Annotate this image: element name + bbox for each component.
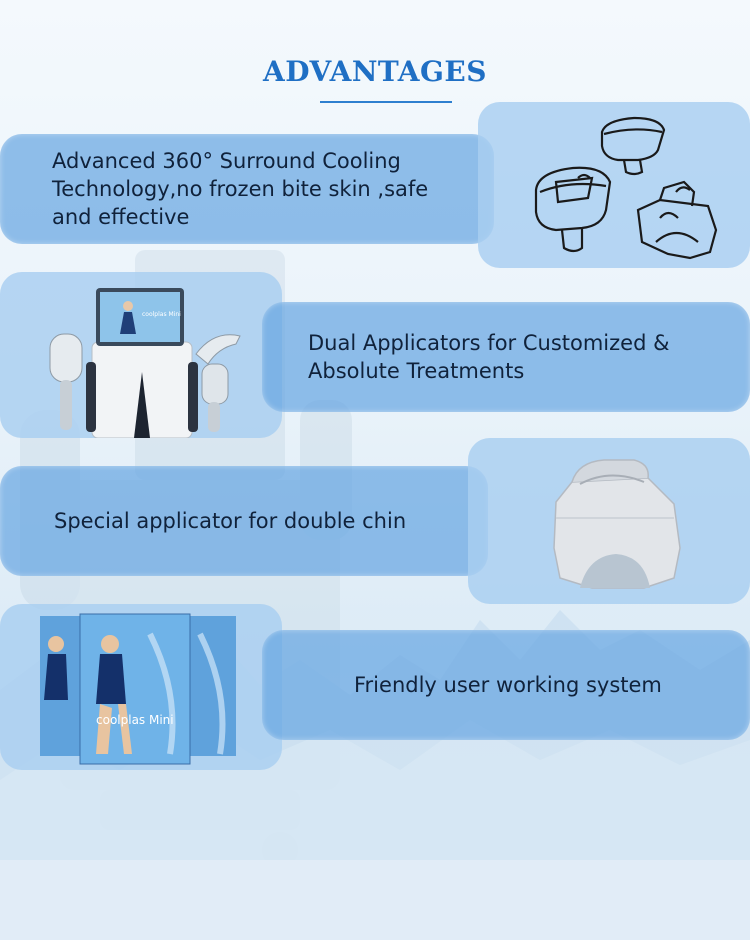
feature-band-double-chin: Special applicator for double chin xyxy=(0,466,488,576)
applicator-outline-panel xyxy=(478,102,750,268)
chin-applicator-panel xyxy=(468,438,750,604)
machine-photo-panel: coolplas Mini xyxy=(0,272,282,438)
feature-band-dual-applicators: Dual Applicators for Customized & Absolu… xyxy=(262,302,750,412)
applicator-outline-icon xyxy=(534,116,718,260)
machine-photo: coolplas Mini xyxy=(49,288,241,438)
feature-band-cooling: Advanced 360° Surround Cooling Technolog… xyxy=(0,134,494,244)
page-title: ADVANTAGES xyxy=(263,55,487,88)
chin-applicator-icon xyxy=(553,459,681,589)
software-brand-text: coolplas Mini xyxy=(96,713,174,727)
feature-text-dual-applicators: Dual Applicators for Customized & Absolu… xyxy=(308,331,670,383)
feature-text-user-system: Friendly user working system xyxy=(354,673,662,697)
feature-text-double-chin: Special applicator for double chin xyxy=(54,509,407,533)
title-underline xyxy=(320,101,452,103)
software-screens-panel: coolplas Mini xyxy=(0,604,282,770)
feature-text-cooling: Advanced 360° Surround Cooling Technolog… xyxy=(52,149,429,229)
feature-band-user-system: Friendly user working system xyxy=(262,630,750,740)
screen-brand-text: coolplas Mini xyxy=(142,311,181,318)
software-screens-image: coolplas Mini xyxy=(40,613,236,765)
